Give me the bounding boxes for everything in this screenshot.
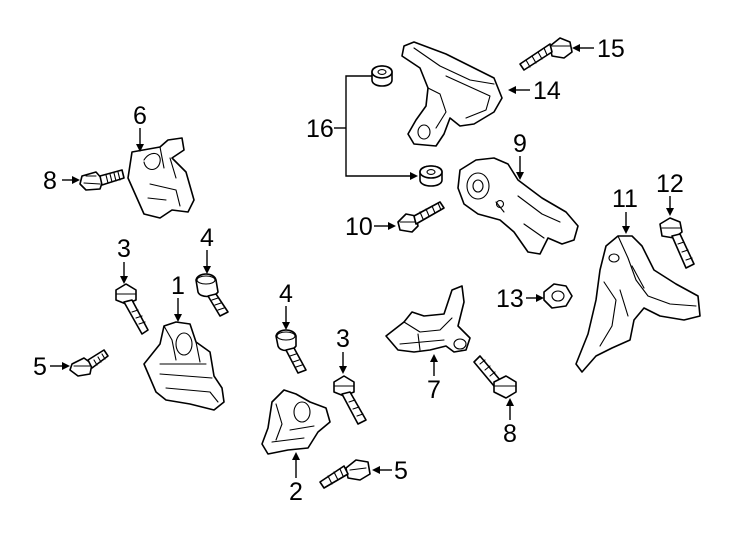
- callout-8-left: 8: [43, 167, 57, 195]
- bolt-4-center: [275, 329, 307, 374]
- callout-12: 12: [656, 170, 684, 198]
- bolt-10: [397, 201, 445, 233]
- bracket-7: [385, 285, 471, 353]
- bolt-8-right: [473, 355, 517, 399]
- bracket-6: [127, 137, 195, 219]
- callout-11: 11: [612, 185, 638, 213]
- callout-15: 15: [597, 35, 625, 63]
- callout-3-center: 3: [336, 325, 350, 353]
- callout-2: 2: [289, 478, 303, 506]
- callout-6: 6: [133, 102, 147, 130]
- engine-mount-1: [143, 321, 225, 411]
- bolt-15: [519, 37, 573, 71]
- bolt-3-center: [333, 375, 367, 425]
- bushing-16-bottom: [419, 165, 443, 187]
- bolt-4-left: [195, 273, 229, 317]
- callout-3-left: 3: [117, 235, 131, 263]
- leader-lines: [50, 47, 671, 478]
- callout-5-left: 5: [33, 353, 47, 381]
- engine-mount-2: [261, 389, 331, 455]
- nut-13: [543, 283, 573, 309]
- bolt-8-left: [79, 169, 125, 191]
- callout-4-center: 4: [279, 280, 293, 308]
- callout-numbers: 1 2 3 3 4 4 5 5 6 7 8 8 9 10 11 12 13 14…: [33, 35, 684, 506]
- callout-14: 14: [533, 77, 561, 105]
- callout-16: 16: [306, 115, 334, 143]
- callout-10: 10: [345, 213, 373, 241]
- arrowheads: [62, 44, 674, 474]
- callout-13: 13: [496, 285, 524, 313]
- callout-1: 1: [171, 272, 185, 300]
- bolt-3-left: [115, 283, 149, 335]
- bracket-11: [575, 235, 701, 373]
- bolt-5-center: [319, 459, 371, 489]
- callout-4-left: 4: [200, 224, 214, 252]
- callout-5-center: 5: [394, 457, 408, 485]
- callout-7: 7: [427, 376, 441, 404]
- bolt-5-left: [69, 349, 109, 377]
- bracket-14: [401, 41, 503, 147]
- rear-mount-9: [457, 157, 579, 255]
- callout-8-right: 8: [503, 420, 517, 448]
- bushing-16-top: [371, 65, 393, 87]
- callout-9: 9: [513, 130, 527, 158]
- bolt-12: [659, 217, 695, 269]
